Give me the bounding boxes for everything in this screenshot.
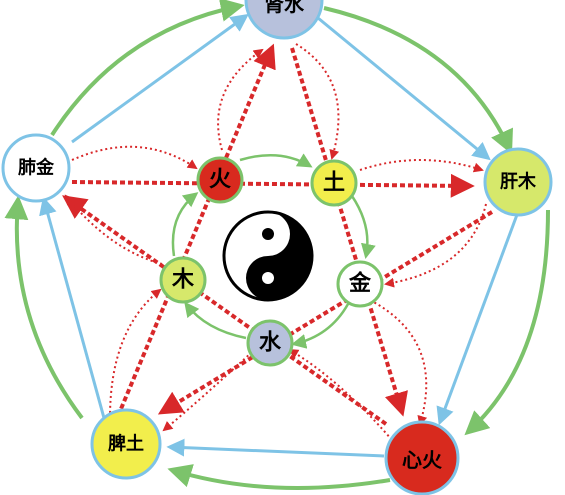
blue-liver-to-heart: [436, 211, 520, 426]
yin-yang-icon: [222, 210, 314, 302]
inner-metal-to-water: [291, 303, 350, 349]
blue-kidney-to-liver: [317, 16, 491, 161]
dot-curve-wood-lung: [64, 194, 163, 265]
blue-lung-to-kidney: [71, 13, 249, 144]
star-heart-to-lung: [62, 195, 388, 426]
star-kidney-to-heart: [290, 47, 408, 417]
blue-spleen-to-lung: [39, 196, 106, 419]
inner-node-wood: 木: [159, 256, 207, 304]
inner-fire-to-earth: [239, 153, 313, 168]
outer-label-kidney: 肾水: [264, 0, 305, 16]
outer-node-spleen: 脾土: [90, 408, 162, 480]
outer-label-lung: 肺金: [18, 157, 55, 179]
outer-node-heart: 心火: [384, 420, 460, 495]
outer-generating-arrows: [4, 0, 550, 490]
dot-curve-spleen-wood: [109, 288, 162, 419]
outer-node-kidney: 肾水: [244, 0, 324, 40]
star-liver-to-spleen: [157, 210, 494, 415]
inner-node-fire: 火: [196, 156, 244, 204]
inner-label-earth: 土: [323, 171, 345, 196]
arc-kidney-to-liver: [323, 6, 513, 155]
outer-node-liver: 肝木: [483, 147, 553, 217]
inner-node-metal: 金: [336, 260, 384, 308]
dot-curve-lung-fire: [71, 145, 198, 170]
inner-label-water: 水: [259, 331, 282, 356]
inner-earth-to-metal: [350, 195, 376, 259]
dot-curve-water-spleen: [162, 351, 253, 432]
red-controlling-star: [62, 43, 494, 426]
dot-curve-liver-metal: [384, 203, 487, 288]
arc-heart-to-spleen: [167, 464, 391, 490]
dot-curve-heart-water: [288, 348, 393, 441]
inner-node-water: 水: [246, 319, 294, 367]
outer-node-lung: 肺金: [1, 133, 71, 203]
outer-label-liver: 肝木: [500, 171, 537, 193]
arc-liver-to-heart: [464, 209, 550, 436]
inner-node-earth: 土: [310, 159, 358, 207]
arc-spleen-to-lung: [4, 195, 84, 420]
inner-label-wood: 木: [171, 268, 195, 293]
outer-blue-arrows: [39, 13, 520, 458]
dot-curve-kidney-earth: [295, 43, 340, 160]
dot-curve-fire-kidney: [217, 48, 264, 151]
inner-generating-arrows: [171, 153, 376, 349]
star-spleen-to-kidney: [116, 43, 276, 417]
star-lung-to-liver: [71, 173, 475, 198]
inner-water-to-wood: [184, 301, 247, 340]
red-dotted-curves: [64, 43, 487, 441]
inner-label-metal: 金: [348, 271, 372, 297]
outer-label-spleen: 脾土: [108, 433, 144, 455]
blue-heart-to-spleen: [166, 438, 385, 458]
inner-label-fire: 火: [209, 168, 231, 193]
arc-lung-to-kidney: [50, 0, 245, 137]
outer-label-heart: 心火: [402, 448, 443, 472]
inner-wood-to-fire: [171, 192, 199, 257]
dot-curve-earth-liver: [359, 159, 484, 173]
